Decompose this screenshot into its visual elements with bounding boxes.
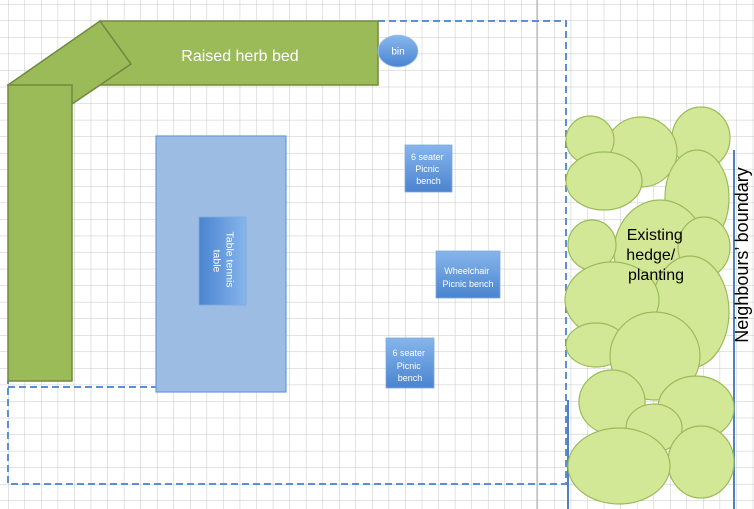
- wheelchair-bench-label: Wheelchair Picnic bench: [442, 266, 493, 289]
- picnic-bench-bottom-label: 6 seater Picnic bench: [392, 348, 427, 383]
- herb-bed-label: Raised herb bed: [181, 48, 298, 65]
- bin-label: bin: [391, 47, 404, 58]
- bench-label-line: Picnic bench: [442, 279, 493, 289]
- table-tennis-table: Table tennis table: [198, 216, 247, 306]
- bench-label-line: 6 seater: [411, 152, 444, 162]
- table-tennis-label-line: table: [211, 250, 223, 273]
- bin-shape: [377, 34, 419, 68]
- table-tennis-shape: [198, 216, 247, 306]
- play-area: [155, 135, 287, 393]
- hedge-plants: [564, 106, 735, 505]
- bench-label-line: Picnic: [415, 164, 440, 174]
- picnic-bench-bottom: 6 seater Picnic bench: [385, 337, 435, 389]
- bench-label-line: 6 seater: [392, 348, 425, 358]
- picnic-bench-top: 6 seater Picnic bench: [404, 144, 453, 193]
- table-tennis-label-line: Table tennis: [224, 232, 236, 288]
- hedge-label-line: planting: [628, 267, 684, 284]
- hedge-label-line: hedge/: [626, 247, 675, 264]
- hedge-plant: [567, 427, 671, 505]
- herb-bed-vertical-section: [7, 84, 73, 382]
- hedge-plant: [667, 425, 735, 499]
- bench-label-line: bench: [416, 176, 441, 186]
- play-area-surface: [155, 135, 287, 393]
- neighbours-boundary-label: Neighbours’ boundary: [732, 167, 752, 342]
- site-boundary: [7, 20, 567, 485]
- wheelchair-bench-shape: [435, 250, 501, 299]
- site-boundary-outline: [7, 20, 567, 485]
- hedge-plant: [565, 151, 643, 211]
- bench-label-line: Wheelchair: [444, 266, 489, 276]
- hedge-label-line: Existing: [627, 227, 683, 244]
- existing-hedge: Existing hedge/ planting: [564, 106, 735, 505]
- bench-label-line: Picnic: [397, 361, 422, 371]
- bench-label-line: bench: [398, 373, 423, 383]
- wheelchair-picnic-bench: Wheelchair Picnic bench: [435, 250, 501, 299]
- picnic-bench-bottom-shape: [385, 337, 435, 389]
- picnic-bench-top-label: 6 seater Picnic bench: [411, 152, 446, 186]
- hedge-label: Existing hedge/ planting: [626, 227, 687, 284]
- raised-herb-bed-shape: [6, 19, 379, 382]
- bin: bin: [377, 34, 419, 68]
- picnic-bench-top-shape: [404, 144, 453, 193]
- table-tennis-label: Table tennis table: [211, 232, 236, 291]
- raised-herb-bed: Raised herb bed: [6, 19, 379, 382]
